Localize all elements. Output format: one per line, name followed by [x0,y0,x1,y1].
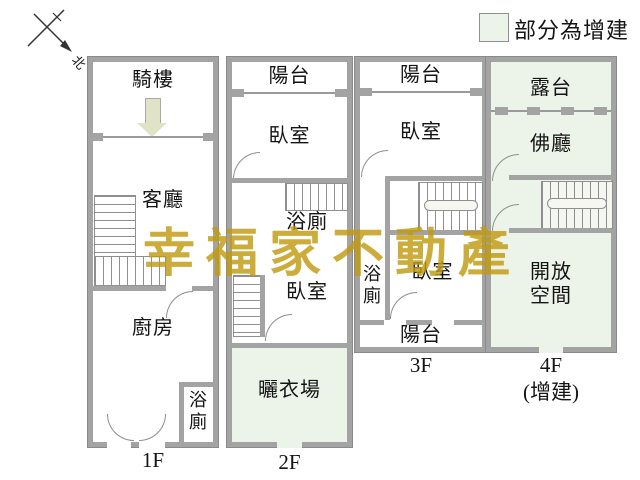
door-arc [265,314,292,341]
room-label-living: 客廳 [142,189,184,211]
wall-segment [360,88,372,96]
room-label-bedroom-rear-3f: 臥室 [411,261,454,283]
door-arc [139,414,166,441]
wall-bathroom [179,382,213,387]
legend-addition-swatch [479,13,509,42]
room-label-bathroom-2f: 浴廁 [286,211,328,233]
floor-label-1f: 1F [141,448,165,472]
door-arc [361,150,388,177]
room-label-open-space: 開放 空間 [530,261,572,307]
wall-opening [384,320,406,325]
room-label-balcony-rear-3f: 陽台 [400,324,442,346]
wall-segment [509,228,611,233]
agency-watermark: 幸福家不動產 [143,226,522,283]
window-line [101,136,205,138]
door-opening [539,344,563,353]
floor-label-2f: 2F [278,450,301,474]
door-arc [107,414,134,441]
door-opening [107,439,131,448]
room-label-bathroom-1f: 浴 廁 [189,390,208,432]
door-opening [277,439,302,448]
window-line [240,92,339,94]
room-label-buddha-hall: 佛廳 [530,133,572,155]
stairs-2f-down [233,275,261,337]
door-arc [233,152,260,179]
floor-sublabel-4f-addition: (增建) [523,380,579,404]
wall-segment [335,89,347,97]
legend-addition-label: 部分為增建 [514,18,630,43]
entrance-arrow-icon [145,98,161,124]
floor-label-4f: 4F [539,353,563,377]
floorplan-4f: 露台 佛廳 開放 空間 [485,56,617,353]
wall-segment [232,89,244,97]
compass-north-icon: 北 [27,9,89,73]
room-label-kitchen: 廚房 [132,317,174,339]
window-line [491,110,611,112]
room-label-laundry: 曬衣場 [258,379,321,401]
wall-laundry [232,343,347,348]
wall-segment [385,230,482,235]
wall-segment [93,133,103,141]
stairs-2f-up [285,183,348,211]
room-label-bedroom-front-3f: 臥室 [400,121,442,143]
room-label-balcony-2f: 陽台 [268,65,311,87]
entrance-arrow-head [137,123,167,137]
wall-segment [385,176,482,181]
floorplan-1f: 騎樓 客廳 廚房 浴 廁 [87,56,219,448]
room-label-bedroom-front-2f: 臥室 [268,125,311,147]
window-line [368,91,474,93]
stair-handrail [547,198,607,209]
door-arc [166,291,193,318]
wall-segment [594,107,607,115]
wall-balcony-rear [360,320,482,325]
wall-bathroom-3f [385,176,390,320]
wall-segment [470,88,482,96]
wall-segment [232,178,347,183]
stairs-1f-upper [94,195,136,257]
wall-bathroom [179,382,184,442]
wall-segment [509,175,611,180]
wall-living-kitchen [192,286,213,291]
floorplan-2f: 陽台 臥室 浴廁 臥室 曬衣場 [226,56,353,448]
room-label-arcade: 騎樓 [132,69,174,91]
floor-label-3f: 3F [409,353,433,377]
wall-segment [260,275,265,337]
door-opening [139,439,165,448]
door-arc [390,292,417,319]
wall-segment [561,107,574,115]
stairs-1f-lower [94,256,166,286]
wall-living-kitchen [93,286,166,291]
room-label-balcony-front-3f: 陽台 [400,64,442,86]
stair-handrail [424,200,478,211]
room-label-bedroom-rear-2f: 臥室 [286,281,328,303]
wall-opening [432,320,454,325]
wall-segment [203,133,213,141]
wall-segment [527,107,540,115]
laundry-addition-area [232,348,347,442]
room-label-bathroom-3f: 浴 廁 [363,264,382,306]
floorplan-3f: 陽台 臥室 浴 廁 臥室 陽台 [354,56,488,353]
room-label-terrace: 露台 [530,77,572,99]
compass-north-label: 北 [69,53,89,73]
wall-segment [495,107,508,115]
